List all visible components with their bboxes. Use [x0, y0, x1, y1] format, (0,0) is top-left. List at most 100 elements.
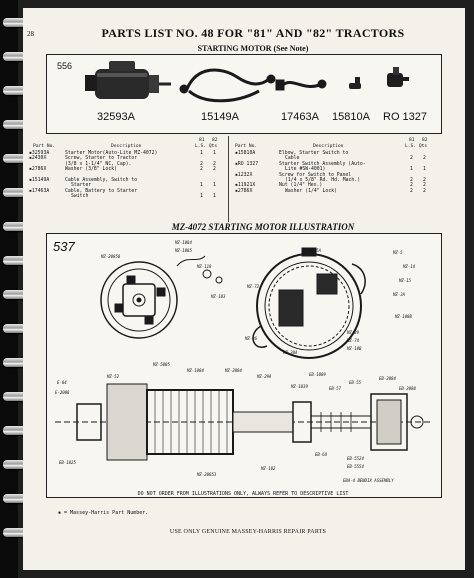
qty-82: 2 [423, 188, 426, 194]
part-number: ▪2786X [235, 188, 253, 194]
column-header-81: 81 [409, 138, 415, 143]
callout-label: E-84 [57, 380, 67, 385]
column-header-82: 82 [212, 138, 218, 143]
callout-label: MZ-100B [395, 314, 412, 319]
photo-label: 17463A [281, 111, 319, 123]
column-header-qty: L.S. Qts [195, 144, 218, 149]
starter-motor-photo [85, 61, 171, 99]
part-description: Starter Switch Assembly (Auto- [279, 161, 366, 167]
part-number: ▪15810A [235, 151, 256, 156]
callout-label: MZ-3A [393, 292, 406, 297]
callout-label: MZ-20053 [197, 472, 217, 477]
binder-ring [3, 154, 29, 163]
binder-ring [3, 256, 29, 265]
qty-81: 2 [410, 183, 413, 189]
qty-81: 2 [410, 156, 413, 162]
part-description: (3/8 x 1-1/4" NC, Cap). [65, 161, 132, 167]
part-description: Elbow, Starter Switch to [279, 151, 349, 156]
callout-label: MZ-38A [283, 350, 298, 355]
callout-label: EB-2004 [379, 376, 396, 381]
part-description: Cable, Battery to Starter [65, 188, 138, 194]
binder-ring [3, 222, 29, 231]
qty-81: 1 [200, 183, 203, 189]
binder-ring [3, 120, 29, 129]
exploded-view-illustration: 537 MZ-1084 MZ-1085 MZ-20058 MZ-5A MZ-5 … [46, 233, 442, 498]
part-description: (1/4 x 5/8" Rd. Hd. Mach.) [285, 178, 361, 183]
part-description: Starter [71, 183, 92, 189]
footnote: ▪ = Massey-Harris Part Number. [58, 510, 149, 516]
binder-ring [3, 460, 29, 469]
starter-switch-photo [387, 67, 409, 87]
callout-label: MZ-5A [309, 248, 322, 253]
qty-81: 2 [200, 167, 203, 173]
part-description: Cable [285, 156, 300, 162]
callout-label: MZ-72 [247, 284, 260, 289]
column-header-81: 81 [199, 138, 205, 143]
binder-ring [3, 188, 29, 197]
binder-ring [3, 392, 29, 401]
qty-81: 1 [410, 167, 413, 173]
qty-82: 1 [213, 194, 216, 200]
ordering-notice: DO NOT ORDER FROM ILLUSTRATIONS ONLY, AL… [137, 491, 349, 497]
page-footer: USE ONLY GENUINE MASSEY-HARRIS REPAIR PA… [169, 529, 327, 535]
column-header-description: Description [111, 144, 142, 149]
part-description: Cable Assembly, Switch to [65, 178, 138, 183]
parts-photo-art [85, 61, 409, 103]
callout-label: MZ-29 [347, 330, 360, 335]
photo-label: 15810A [332, 111, 370, 123]
part-number: ▪2430X [29, 156, 47, 162]
qty-82: 1 [213, 183, 216, 189]
part-number: ▪11921X [235, 183, 256, 189]
photo-label: RO 1327 [383, 111, 428, 123]
callout-label: MZ-20058 [101, 254, 121, 259]
column-header-description: Description [313, 144, 344, 149]
qty-81: 1 [200, 151, 203, 156]
part-description: Lite #SW-4001) [285, 167, 326, 173]
commutator-end-frame-drawing [100, 255, 223, 339]
qty-82: 2 [423, 156, 426, 162]
photo-label: 556 [57, 61, 73, 71]
binder-ring [3, 86, 29, 95]
column-header-82: 82 [422, 138, 428, 143]
callout-label: MZ-1039 [291, 384, 308, 389]
callout-label: MZ-1085 [175, 248, 192, 253]
callout-label: MZ-74 [347, 338, 360, 343]
qty-82: 2 [213, 161, 216, 167]
section-subtitle: STARTING MOTOR (See Note) [197, 44, 309, 53]
binder-ring [3, 494, 29, 503]
callout-label: MZ-26 [245, 336, 258, 341]
part-description: Screw for Switch to Panel [279, 172, 352, 178]
part-description: Washer (1/4" Lock) [285, 188, 337, 194]
part-number: ▪2786X [29, 167, 47, 173]
callout-label: EB-5524 [347, 456, 364, 461]
binder-ring [3, 18, 29, 27]
part-description: Switch [71, 194, 89, 200]
qty-82: 2 [213, 167, 216, 173]
qty-82: 2 [423, 183, 426, 189]
part-number: ▪17463A [29, 188, 50, 194]
photo-label: 15149A [201, 111, 239, 123]
callout-label: MZ-5 [393, 250, 403, 255]
manual-page: 28 PARTS LIST NO. 48 FOR "81" AND "82" T… [23, 8, 465, 570]
part-description: Washer (3/8" Lock) [65, 167, 117, 173]
page-number: 28 [27, 30, 34, 38]
part-description: Nut (1/4" Hex.) [279, 183, 323, 189]
starter-motor-drawing [55, 247, 433, 461]
parts-row: ▪32593A [29, 151, 49, 156]
armature-assembly-drawing [55, 383, 433, 461]
callout-label: E-2008 [55, 390, 70, 395]
callout-label: MZ-1084 [175, 240, 192, 245]
callout-label: EB-1009 [309, 372, 326, 377]
part-description: Screw, Starter to Tractor [65, 156, 138, 162]
part-number: ▪1232X [235, 172, 253, 178]
page-title: PARTS LIST NO. 48 FOR "81" AND "82" TRAC… [101, 26, 405, 40]
qty-82: 1 [213, 151, 216, 156]
cable-assembly-photo [179, 68, 276, 103]
callout-label: MZ-29A [257, 374, 272, 379]
callout-label: EB-64 [315, 452, 328, 457]
qty-81: 2 [200, 161, 203, 167]
callout-label: EBA-4 BENDIX ASSEMBLY [343, 478, 394, 483]
callout-label: EB-57 [329, 386, 342, 391]
binder-ring [3, 528, 29, 537]
callout-label: MZ-1004 [187, 368, 204, 373]
